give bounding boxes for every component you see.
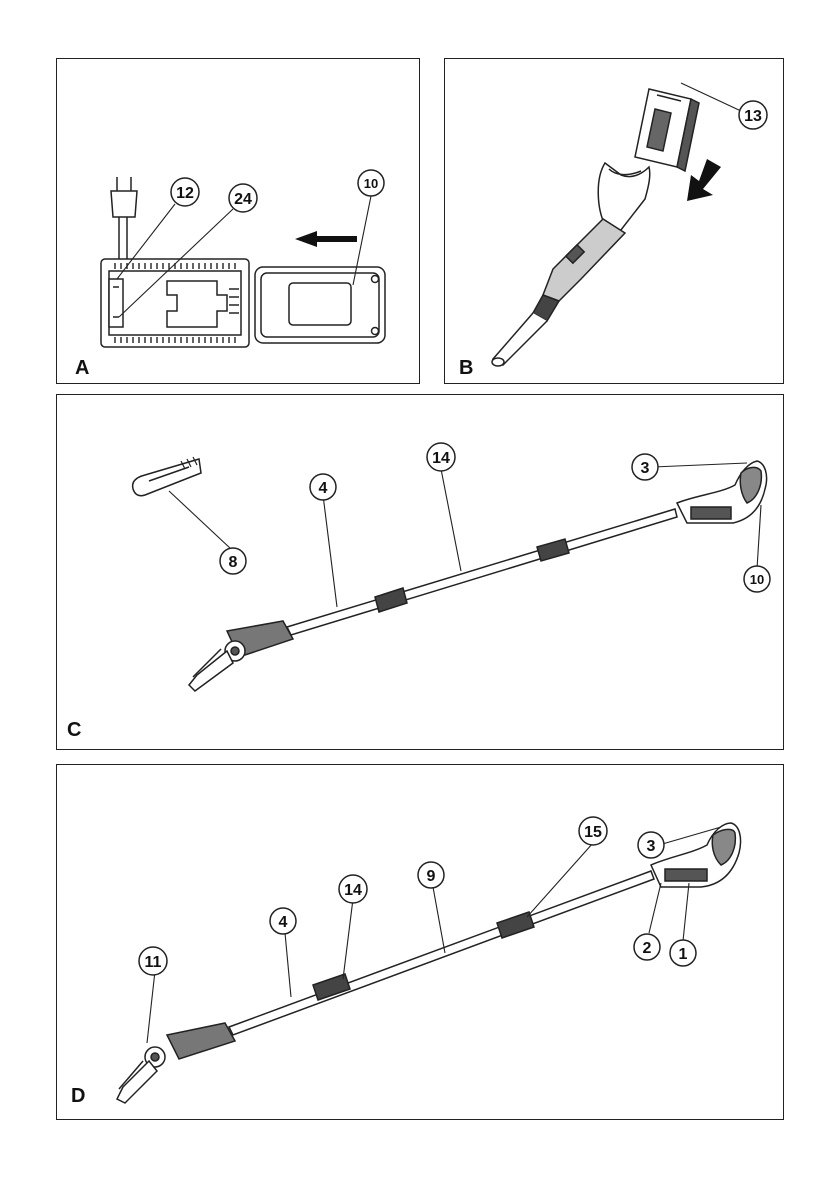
svg-text:4: 4 <box>319 480 328 497</box>
svg-text:15: 15 <box>584 824 602 841</box>
svg-text:14: 14 <box>344 882 362 899</box>
panel-c: 14 3 4 8 10 C <box>56 394 784 750</box>
power-plug-icon <box>111 177 137 259</box>
charger-icon <box>101 259 249 347</box>
battery-pack-icon <box>635 89 699 171</box>
callout-4: 4 <box>270 908 296 934</box>
panel-b-drawing: 13 <box>445 59 785 385</box>
panel-a-drawing: 12 24 10 <box>57 59 421 385</box>
svg-text:10: 10 <box>364 176 378 191</box>
svg-text:2: 2 <box>643 940 652 957</box>
panel-d-drawing: 15 3 9 14 4 11 2 1 <box>57 765 785 1121</box>
callout-14: 14 <box>427 443 455 471</box>
svg-text:11: 11 <box>145 954 162 971</box>
callout-13: 13 <box>739 101 767 129</box>
callout-3: 3 <box>632 454 658 480</box>
callout-4: 4 <box>310 474 336 500</box>
callout-15: 15 <box>579 817 607 845</box>
leader-lines <box>169 463 761 607</box>
callout-14: 14 <box>339 875 367 903</box>
callout-2: 2 <box>634 934 660 960</box>
panel-label-d: D <box>71 1085 85 1108</box>
panel-d: 15 3 9 14 4 11 2 1 D <box>56 764 784 1120</box>
callout-8: 8 <box>220 548 246 574</box>
direction-arrow-icon <box>687 159 721 201</box>
panel-label-a: A <box>75 357 89 380</box>
panel-c-drawing: 14 3 4 8 10 <box>57 395 785 751</box>
callout-3: 3 <box>638 832 664 858</box>
svg-text:12: 12 <box>176 185 194 202</box>
pole-saw-icon <box>189 461 767 691</box>
svg-text:9: 9 <box>427 868 436 885</box>
callout-10: 10 <box>358 170 384 196</box>
battery-pack-icon <box>255 267 385 343</box>
panel-label-c: C <box>67 719 81 742</box>
panel-b: 13 B <box>444 58 784 384</box>
pole-saw-icon <box>492 163 650 366</box>
callout-10: 10 <box>744 566 770 592</box>
callout-11: 11 <box>139 947 167 975</box>
callout-9: 9 <box>418 862 444 888</box>
svg-text:14: 14 <box>432 450 450 467</box>
svg-text:24: 24 <box>234 191 252 208</box>
panel-label-b: B <box>459 357 473 380</box>
callout-12: 12 <box>171 178 199 206</box>
panel-a: 12 24 10 A <box>56 58 420 384</box>
direction-arrow-icon <box>295 231 357 247</box>
svg-text:1: 1 <box>679 946 688 963</box>
svg-text:13: 13 <box>744 108 762 125</box>
callout-1: 1 <box>670 940 696 966</box>
chain-cover-icon <box>133 457 201 496</box>
leader-lines <box>147 827 721 1043</box>
svg-text:3: 3 <box>647 838 656 855</box>
svg-text:3: 3 <box>641 460 650 477</box>
svg-text:8: 8 <box>229 554 238 571</box>
svg-text:4: 4 <box>279 914 288 931</box>
svg-text:10: 10 <box>750 572 764 587</box>
callout-24: 24 <box>229 184 257 212</box>
